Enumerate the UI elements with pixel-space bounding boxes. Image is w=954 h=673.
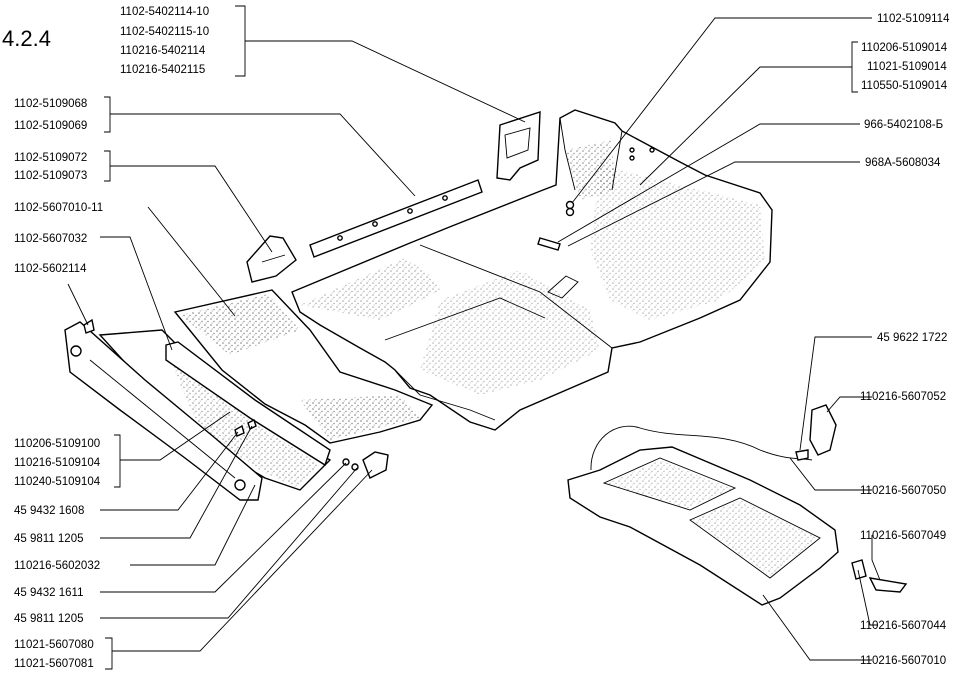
clip-bracket xyxy=(362,451,389,479)
label-110216-5109104: 110216-5109104 xyxy=(14,457,101,469)
label-1102-5109069: 1102-5109069 xyxy=(14,120,87,132)
part-labels: 1102-5402114-10 1102-5402115-10 110216-5… xyxy=(14,6,950,670)
small-bracket xyxy=(246,235,297,283)
label-110216-5607052: 110216-5607052 xyxy=(860,391,946,403)
label-966-5402108-b: 966-5402108-Б xyxy=(864,119,943,131)
label-1102-5607010-11: 1102-5607010-11 xyxy=(14,202,103,214)
label-45-9811-1205-b: 45 9811 1205 xyxy=(14,613,84,625)
label-1102-5607032: 1102-5607032 xyxy=(14,233,87,245)
label-45-9432-1608: 45 9432 1608 xyxy=(14,505,84,517)
label-110206-5109100: 110206-5109100 xyxy=(14,438,100,450)
label-1102-5402115-10: 1102-5402115-10 xyxy=(120,26,209,38)
label-45-9622-1722: 45 9622 1722 xyxy=(877,332,947,344)
label-1102-5402114-10: 1102-5402114-10 xyxy=(120,6,209,18)
label-110216-5602032: 110216-5602032 xyxy=(14,560,100,572)
label-1102-5109114: 1102-5109114 xyxy=(877,13,950,25)
leader-lines xyxy=(67,5,881,670)
label-11021-5607081: 11021-5607081 xyxy=(14,658,94,670)
floor-carpet xyxy=(291,109,773,431)
shelf-pin xyxy=(851,559,908,593)
label-11021-5109014: 11021-5109014 xyxy=(867,61,947,73)
label-1102-5109073: 1102-5109073 xyxy=(14,170,87,182)
strap-bracket xyxy=(795,404,837,461)
label-968a-5608034: 968А-5608034 xyxy=(865,157,941,169)
label-45-9811-1205-a: 45 9811 1205 xyxy=(14,533,84,545)
label-110216-5607044: 110216-5607044 xyxy=(860,620,947,632)
label-110240-5109104: 110240-5109104 xyxy=(14,476,101,488)
label-45-9432-1611: 45 9432 1611 xyxy=(14,587,84,599)
section-number: 4.2.4 xyxy=(2,26,51,51)
label-110216-5402114: 110216-5402114 xyxy=(120,45,206,57)
luggage-mat xyxy=(173,289,434,444)
label-1102-5109072: 1102-5109072 xyxy=(14,152,87,164)
label-110206-5109014: 110206-5109014 xyxy=(861,42,948,54)
parcel-shelf xyxy=(567,446,839,606)
label-110216-5607050: 110216-5607050 xyxy=(860,485,946,497)
fasteners xyxy=(83,200,575,471)
label-110550-5109014: 110550-5109014 xyxy=(861,80,948,92)
sill-trim xyxy=(165,341,331,467)
label-110216-5402115: 110216-5402115 xyxy=(120,64,205,76)
label-110216-5607010: 110216-5607010 xyxy=(860,655,946,667)
label-11021-5607080: 11021-5607080 xyxy=(14,639,94,651)
label-110216-5607049: 110216-5607049 xyxy=(860,530,946,542)
sill-strip-upper xyxy=(309,179,483,258)
label-1102-5109068: 1102-5109068 xyxy=(14,98,87,110)
left-side-panel xyxy=(64,321,263,501)
label-1102-5602114: 1102-5602114 xyxy=(14,263,87,275)
shelf-strap xyxy=(590,425,813,471)
wheel-arch-trim xyxy=(496,111,541,181)
